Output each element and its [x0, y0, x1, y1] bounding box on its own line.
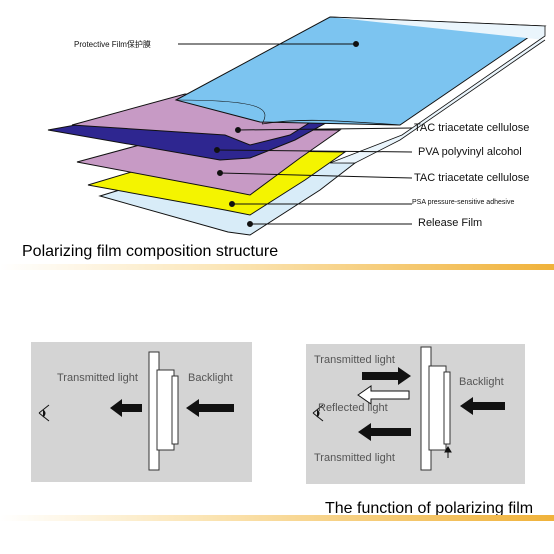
right-panel-polarizer-inner [443, 371, 451, 445]
left-eye-icon [38, 404, 50, 422]
label-pva: PVA polyvinyl alcohol [418, 146, 522, 158]
right-transmitted-bottom-label: Transmitted light [314, 452, 395, 464]
label-psa: PSA pressure-sensitive adhesive [412, 199, 515, 206]
leader-lines [178, 41, 413, 227]
right-transmitted-top-label: Transmitted light [314, 354, 395, 366]
accent-bar-bottom [0, 515, 554, 521]
stack-edge [329, 16, 546, 164]
protective-film-layer [174, 16, 547, 126]
left-panel-polarizer-inner [171, 375, 179, 445]
caption-composition: Polarizing film composition structure [22, 243, 279, 260]
right-panel-bg [306, 344, 525, 484]
left-transmitted-label: Transmitted light [57, 372, 138, 384]
label-protective-film: Protective Film保护膜 [74, 40, 151, 49]
label-tac-upper: TAC triacetate cellulose [414, 122, 530, 134]
right-transmitted-top-arrow [362, 367, 411, 385]
left-backlight-arrow [186, 399, 234, 417]
right-backlight-arrow [460, 397, 505, 415]
right-backlight-label: Backlight [459, 376, 504, 388]
right-reflected-arrow [357, 385, 410, 405]
caption-function: The function of polarizing film [325, 500, 534, 517]
left-backlight-label: Backlight [188, 372, 233, 384]
left-panel-polarizer [156, 369, 175, 451]
left-transmitted-arrow [110, 399, 142, 417]
right-transmitted-bottom-arrow [358, 423, 411, 441]
right-reflected-label: Reflected light [318, 402, 388, 414]
right-panel-polarizer [428, 365, 447, 451]
small-up-arrow-icon [444, 446, 452, 458]
accent-bar-top [0, 264, 554, 270]
label-release-film: Release Film [418, 217, 483, 229]
label-tac-lower: TAC triacetate cellulose [414, 172, 530, 184]
right-eye-icon [312, 404, 324, 422]
